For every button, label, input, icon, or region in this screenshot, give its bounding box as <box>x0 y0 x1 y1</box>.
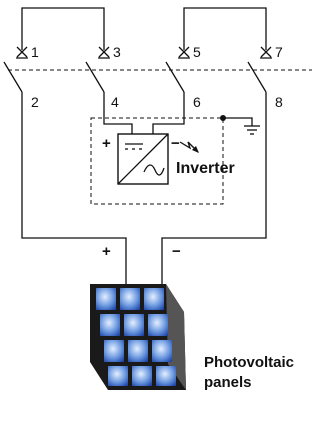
terminal-crosses <box>16 46 272 59</box>
ac-sine-icon <box>143 164 165 176</box>
panel-cells <box>96 288 176 386</box>
terminal-2-label: 2 <box>31 94 39 110</box>
photovoltaic-panel-icon <box>90 284 186 390</box>
inverter-label: Inverter <box>176 160 235 177</box>
jumper-5-7 <box>183 7 267 50</box>
terminal-3-label: 3 <box>113 44 121 60</box>
wire-pole-4-to-inverter-plus <box>103 92 133 134</box>
wire-pole-6-to-inverter-minus <box>152 92 185 134</box>
inverter-enclosure <box>90 117 224 205</box>
switch-blades <box>3 61 267 93</box>
wire-pole-8-to-panel-minus <box>161 92 267 292</box>
panel-minus-sign: − <box>172 243 181 260</box>
terminal-4-label: 4 <box>111 94 119 110</box>
terminal-7-label: 7 <box>275 44 283 60</box>
inverter-symbol <box>117 133 169 185</box>
terminal-6-label: 6 <box>193 94 201 110</box>
lightning-arrow-icon <box>179 141 199 153</box>
inverter-plus-sign: + <box>102 135 111 152</box>
panel-plus-sign: + <box>102 243 111 260</box>
ground-wire <box>223 117 253 126</box>
jumper-1-3 <box>21 7 105 50</box>
inverter-minus-sign: − <box>171 135 180 152</box>
dc-icon <box>125 143 143 150</box>
terminal-5-label: 5 <box>193 44 201 60</box>
terminal-1-label: 1 <box>31 44 39 60</box>
panel-label-line1: Photovoltaic <box>204 354 294 371</box>
panel-label-line2: panels <box>204 374 252 391</box>
ground-icon <box>244 125 260 135</box>
wire-pole-1-to-panel-plus <box>21 92 127 292</box>
terminal-8-label: 8 <box>275 94 283 110</box>
